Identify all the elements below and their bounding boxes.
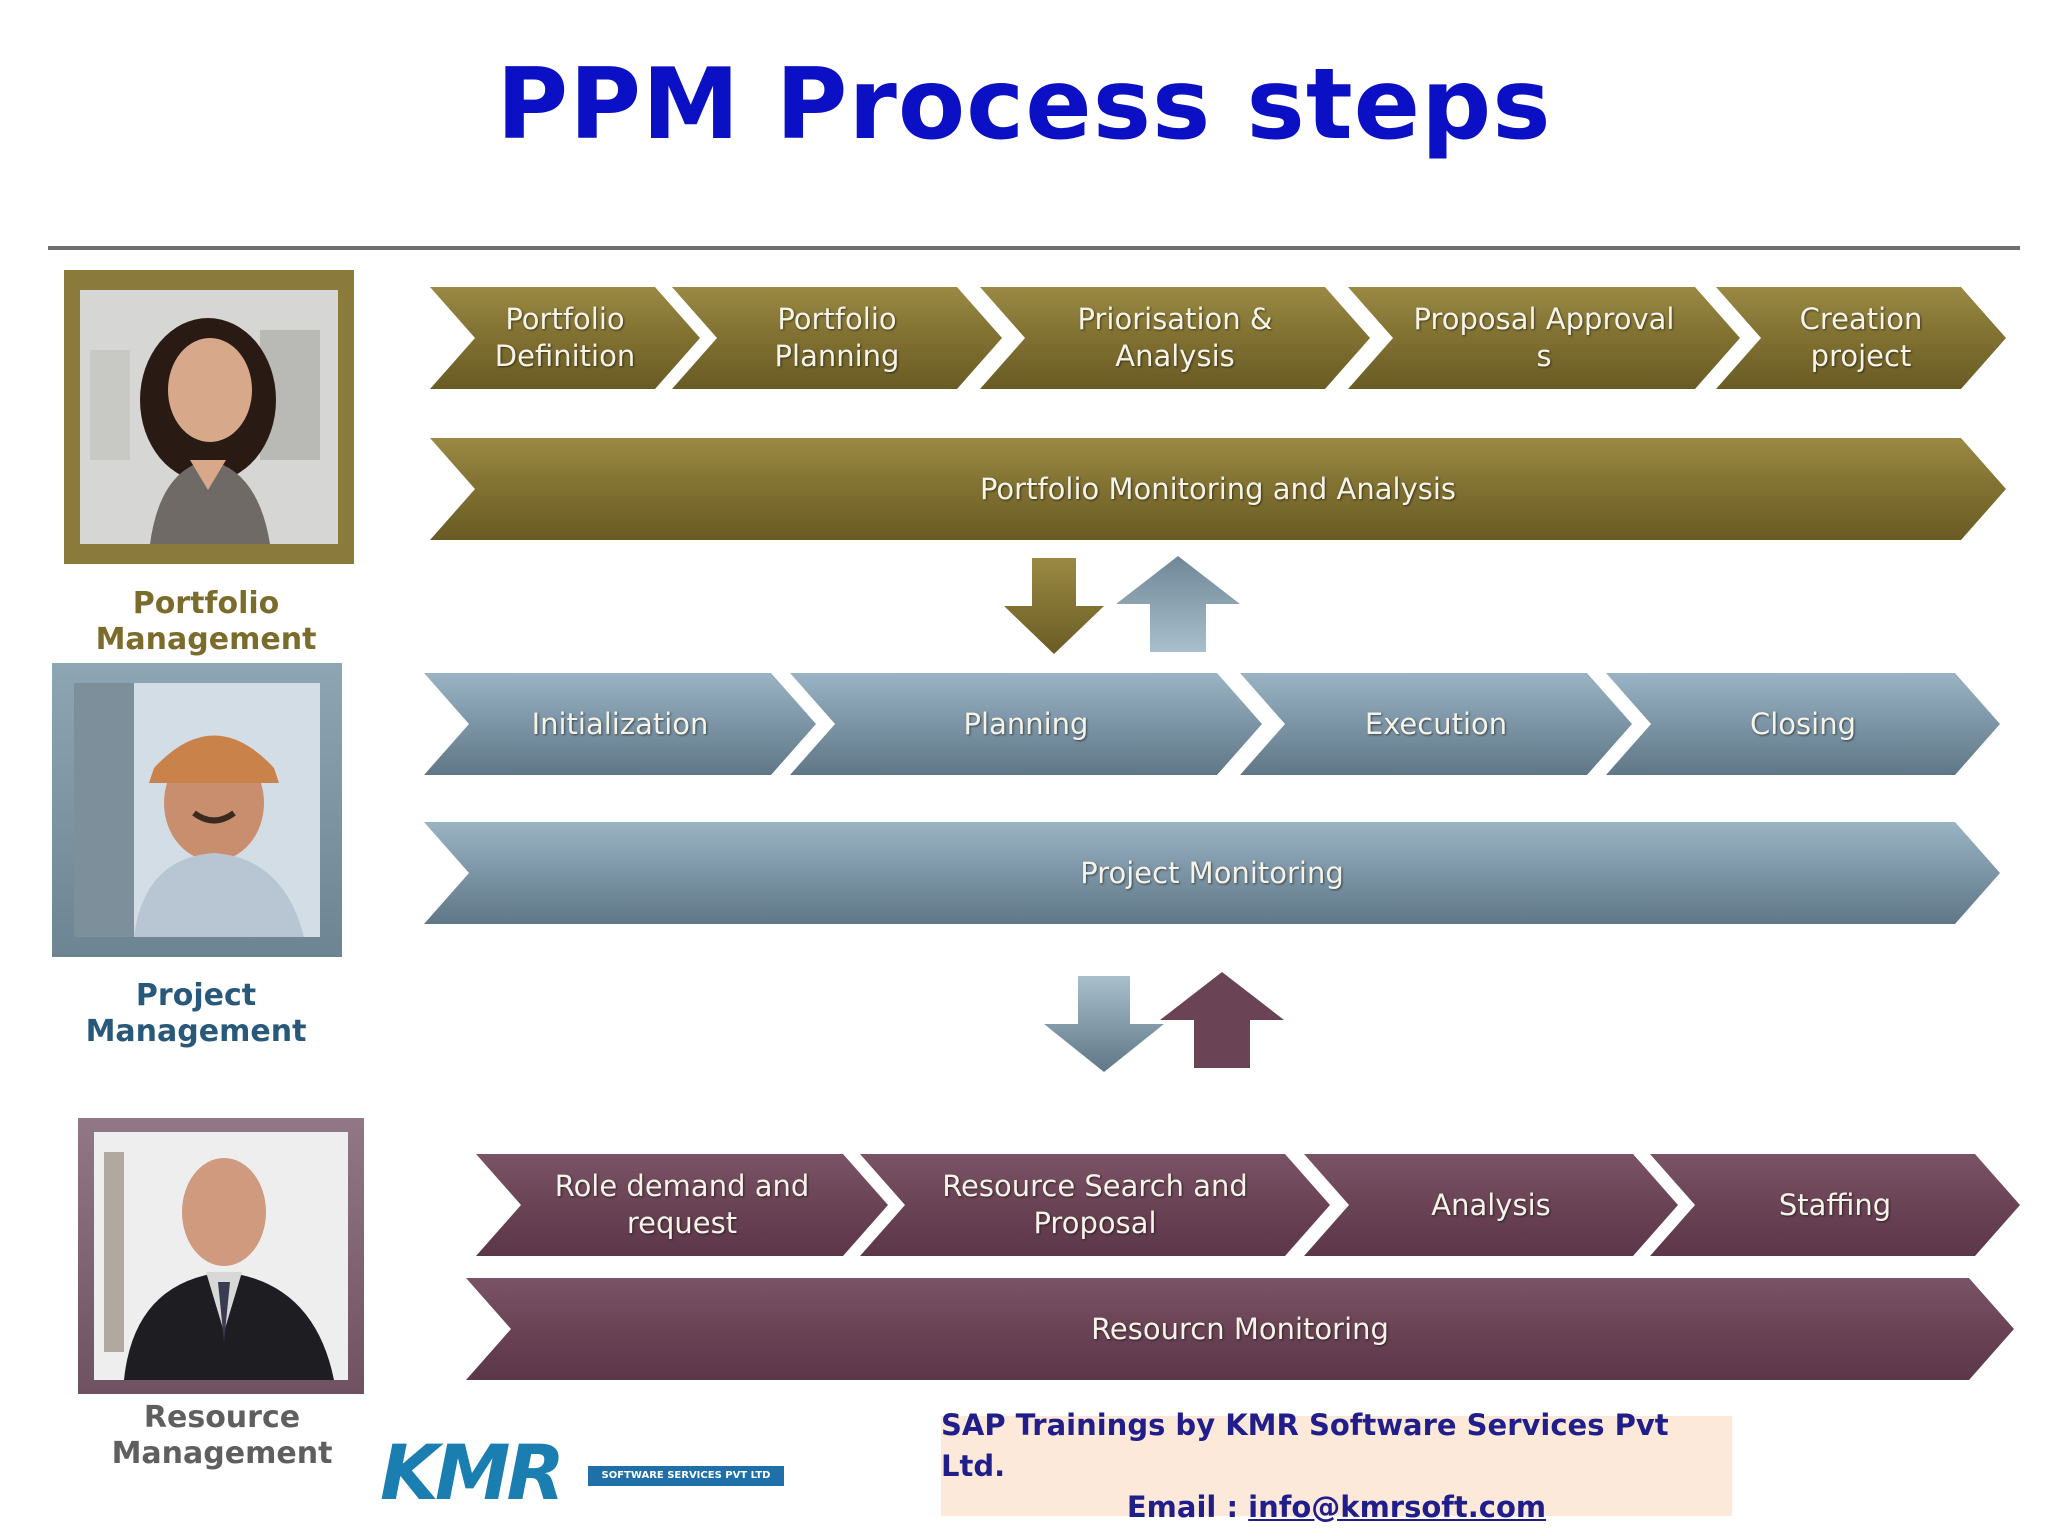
step-staffing: Staffing: [1650, 1154, 2020, 1256]
step-analysis: Analysis: [1304, 1154, 1678, 1256]
footer-email-line: Email : info@kmrsoft.com: [1127, 1487, 1546, 1528]
woman-portrait-icon: [80, 290, 338, 544]
step-planning: Planning: [790, 673, 1262, 775]
man-hardhat-portrait-icon: [74, 683, 320, 937]
footer-contact-box: SAP Trainings by KMR Software Services P…: [941, 1408, 1732, 1524]
man-suit-portrait-icon: [94, 1132, 348, 1380]
bar-portfolio-monitoring: Portfolio Monitoring and Analysis: [430, 438, 2006, 540]
step-initialization: Initialization: [424, 673, 816, 775]
step-resource-search-proposal: Resource Search and Proposal: [860, 1154, 1330, 1256]
up-arrow-icon: [1160, 972, 1284, 1068]
resource-photo-frame: [78, 1118, 364, 1394]
down-arrow-icon: [1044, 976, 1164, 1072]
bar-resource-monitoring: Resourcn Monitoring: [466, 1278, 2014, 1380]
kmr-logo-tagline: SOFTWARE SERVICES PVT LTD: [588, 1466, 784, 1486]
footer-email-link[interactable]: info@kmrsoft.com: [1248, 1489, 1547, 1524]
kmr-logo: KMR SOFTWARE SERVICES PVT LTD: [380, 1428, 790, 1518]
down-arrow-icon: [1004, 558, 1104, 654]
step-closing: Closing: [1606, 673, 2000, 775]
step-role-demand-request: Role demand and request: [476, 1154, 888, 1256]
portfolio-management-label: Portfolio Management: [95, 586, 317, 657]
step-execution: Execution: [1240, 673, 1632, 775]
bar-project-monitoring: Project Monitoring: [424, 822, 2000, 924]
portfolio-manager-photo: [80, 290, 338, 544]
step-portfolio-planning: Portfolio Planning: [672, 287, 1002, 389]
up-arrow-icon: [1116, 556, 1240, 652]
step-priorisation-analysis: Priorisation & Analysis: [980, 287, 1370, 389]
portfolio-photo-frame: [64, 270, 354, 564]
project-manager-photo: [74, 683, 320, 937]
step-proposal-approvals: Proposal Approval s: [1348, 287, 1740, 389]
project-photo-frame: [52, 663, 342, 957]
resource-manager-photo: [94, 1132, 348, 1380]
step-creation-project: Creation project: [1716, 287, 2006, 389]
resource-management-label: Resource Management: [111, 1400, 333, 1471]
footer-email-label: Email :: [1126, 1489, 1249, 1524]
kmr-logo-brand: KMR: [380, 1428, 565, 1517]
page-title: PPM Process steps: [496, 48, 1552, 162]
project-management-label: Project Management: [85, 978, 307, 1049]
footer-line1: SAP Trainings by KMR Software Services P…: [941, 1407, 1669, 1483]
title-divider: [48, 246, 2020, 250]
step-portfolio-definition: Portfolio Definition: [430, 287, 700, 389]
